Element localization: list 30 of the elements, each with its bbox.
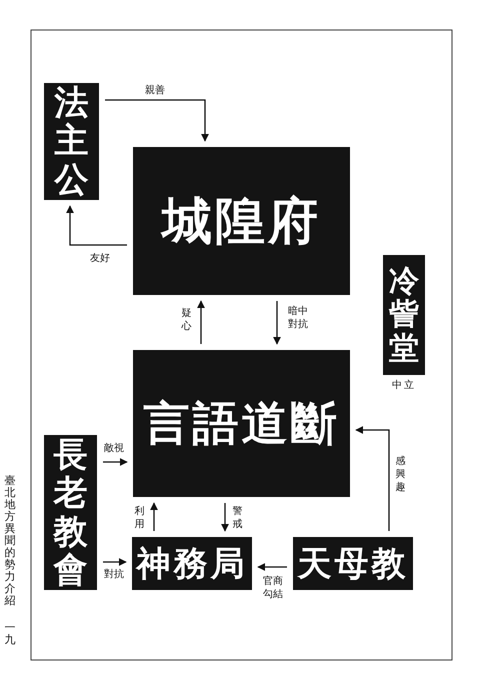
arrow: [103, 458, 128, 466]
edge-label: 疑心: [180, 307, 192, 333]
faction-box: 冷訾堂: [383, 255, 425, 375]
node-caption: 中立: [391, 379, 417, 392]
arrow: [257, 563, 287, 571]
edge-label: 敵視: [103, 442, 125, 455]
edge-label: 利用: [134, 505, 146, 531]
faction-box: 神務局: [132, 537, 252, 590]
faction-box: 言語道斷: [133, 350, 350, 497]
edge-label: 友好: [89, 252, 111, 265]
arrow: [105, 99, 209, 142]
arrow: [197, 300, 205, 344]
faction-box: 城隍府: [133, 147, 350, 295]
arrow: [66, 205, 127, 246]
arrow: [150, 502, 158, 531]
edge-label: 親善: [144, 84, 166, 97]
faction-box: 天母教: [293, 537, 413, 590]
edge-label: 對抗: [103, 568, 125, 581]
page-number: 一九: [4, 622, 16, 646]
arrow: [355, 426, 390, 531]
edge-label: 警戒: [232, 505, 244, 531]
side-caption: 臺北地方異聞的勢力介紹: [4, 475, 16, 607]
faction-box: 法主公: [44, 83, 99, 200]
edge-label: 感興趣: [394, 455, 406, 494]
faction-box: 長老教會: [44, 435, 97, 590]
arrow: [103, 558, 127, 566]
edge-label: 官商勾結: [262, 575, 284, 601]
arrow: [273, 301, 281, 345]
arrow: [221, 503, 229, 532]
edge-label: 暗中對抗: [287, 305, 309, 331]
